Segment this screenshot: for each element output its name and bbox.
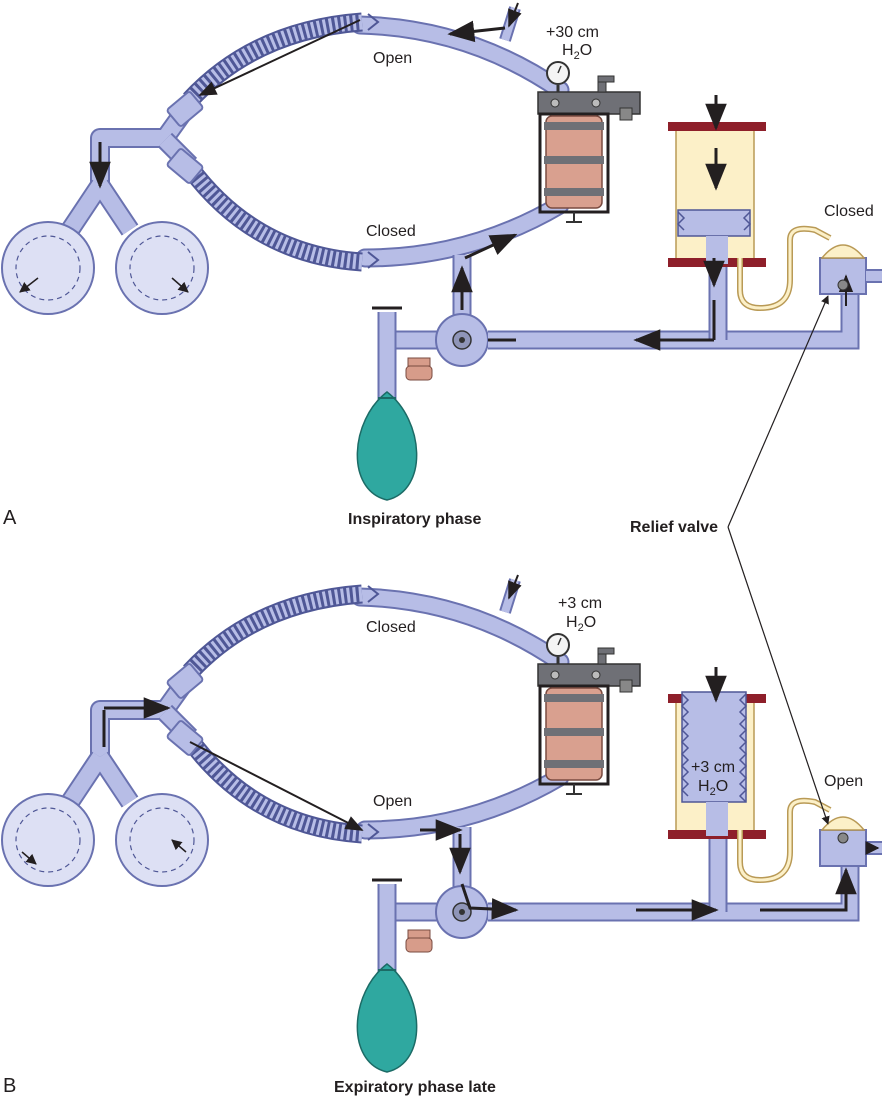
bellows-icon xyxy=(681,691,747,803)
circuit-pressure-value: +30 cm xyxy=(546,24,599,41)
relief-valve-callout: Relief valve xyxy=(630,295,830,825)
expiratory-limb-label: Open xyxy=(373,793,412,810)
flow-arrow-icon xyxy=(21,574,880,921)
panel-b-expiratory: Closed Open +3 cm H2O +3 cm H2O Open B E… xyxy=(2,575,882,1097)
phase-caption: Inspiratory phase xyxy=(348,511,481,528)
relief-valve-state: Open xyxy=(824,773,863,790)
panel-letter: B xyxy=(3,1075,16,1097)
flow-arrow-icon xyxy=(19,2,854,351)
bellows-pressure-value: +3 cm xyxy=(691,759,735,776)
inspiratory-limb-label: Closed xyxy=(366,619,416,636)
bellows-pressure-unit: H2O xyxy=(698,778,728,798)
circuit-pressure-unit: H2O xyxy=(566,614,596,634)
panel-letter: A xyxy=(3,507,17,529)
phase-caption: Expiratory phase late xyxy=(334,1079,496,1096)
circuit-pressure-value: +3 cm xyxy=(558,595,602,612)
relief-valve-state: Closed xyxy=(824,203,874,220)
bellows-icon xyxy=(677,209,751,237)
panel-a-inspiratory: Open Closed +30 cm H2O Closed A Inspirat… xyxy=(2,3,882,529)
inspiratory-limb-label: Open xyxy=(373,50,412,67)
expiratory-limb-label: Closed xyxy=(366,223,416,240)
relief-valve-callout-label: Relief valve xyxy=(630,519,718,536)
circuit-pressure-unit: H2O xyxy=(562,42,592,62)
